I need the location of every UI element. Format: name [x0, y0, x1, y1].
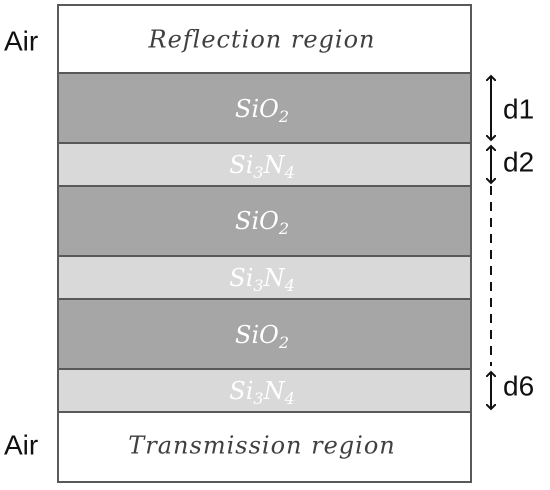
layer-sio2-3 [57, 298, 472, 370]
transmission-region [57, 411, 472, 483]
reflection-region-label: Reflection region [148, 26, 376, 54]
layer-si3n4-3 [57, 368, 472, 413]
air-label-top: Air [4, 25, 38, 56]
layer-5-label: SiO2 [235, 321, 289, 352]
reflection-region [57, 4, 472, 74]
layer-2-label: Si3N4 [229, 151, 295, 182]
layer-si3n4-1 [57, 142, 472, 187]
layer-6-label: Si3N4 [229, 377, 295, 408]
d2-label: d2 [503, 146, 534, 177]
d6-label: d6 [503, 370, 534, 401]
layer-sio2-1 [57, 72, 472, 144]
d1-label: d1 [503, 93, 534, 124]
air-label-bottom: Air [4, 429, 38, 460]
layer-si3n4-2 [57, 255, 472, 300]
layer-1-label: SiO2 [235, 95, 289, 126]
transmission-region-label: Transmission region [128, 432, 395, 460]
layer-sio2-2 [57, 185, 472, 257]
layer-3-label: SiO2 [235, 207, 289, 238]
layer-4-label: Si3N4 [229, 264, 295, 295]
